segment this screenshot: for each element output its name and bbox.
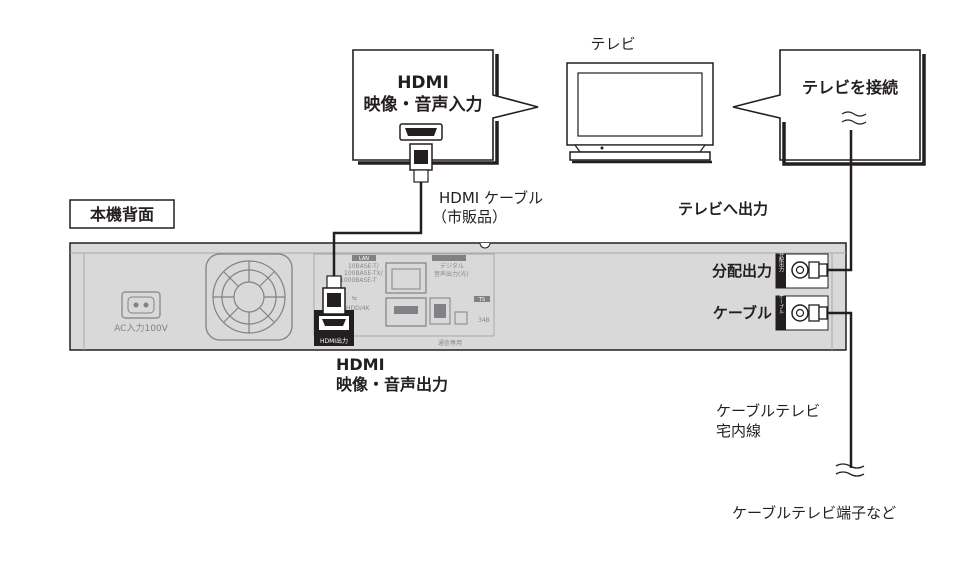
- rear-panel-label-box: 本機背面: [69, 199, 175, 229]
- cable-tv-indoor-line: [827, 311, 865, 477]
- svg-text:10BASE-T/: 10BASE-T/: [348, 263, 380, 270]
- recorder-rear-panel: AC入力100V LAN 10BASE-T/ 100BASE-TX/ 1000B…: [69, 242, 847, 351]
- svg-text:LAN: LAN: [359, 256, 369, 262]
- ts-indicator: TS 34B 通信専用: [438, 296, 490, 347]
- hdmi-output-port: HDMI出力: [314, 310, 354, 346]
- ac-input-marking: AC入力100V: [114, 322, 168, 334]
- svg-text:ケーブル: ケーブル: [778, 294, 784, 314]
- optical-audio-port: デジタル 音声出力(光): [429, 255, 469, 325]
- tv-label: テレビ: [590, 35, 635, 53]
- svg-text:34B: 34B: [478, 317, 490, 324]
- rear-panel-label: 本機背面: [90, 205, 154, 224]
- cable-tv-indoor-label-1: ケーブルテレビ: [716, 402, 820, 420]
- hdmi-port-icon: [399, 123, 443, 141]
- distribution-output-port: 分配出力: [775, 251, 829, 289]
- hdmi-input-label-2: 映像・音声入力: [364, 94, 483, 115]
- hdmi-output-label-2: 映像・音声出力: [336, 375, 448, 394]
- svg-text:100BASE-TX/: 100BASE-TX/: [344, 270, 384, 277]
- hdmi-input-callout: HDMI 映像・音声入力: [352, 49, 539, 165]
- hdmi-input-label-1: HDMI: [397, 73, 449, 93]
- svg-text:音声出力(光): 音声出力(光): [434, 270, 469, 278]
- svg-text:デジタル: デジタル: [440, 262, 464, 270]
- to-tv-output-label: テレビへ出力: [678, 200, 768, 218]
- hdmi-cable: [322, 143, 433, 315]
- antenna-cable-to-tv: [827, 130, 853, 272]
- connect-tv-callout: テレビを接続: [732, 49, 926, 166]
- hdmi-output-label-1: HDMI: [336, 355, 385, 374]
- svg-text:HDD/4K: HDD/4K: [346, 305, 371, 312]
- hdmi-cable-label-2: （市販品）: [432, 208, 507, 226]
- tv: テレビ: [566, 35, 714, 164]
- distribution-output-label: 分配出力: [712, 262, 772, 280]
- hdmi-cable-label-1: HDMI ケーブル: [439, 189, 543, 207]
- ac-inlet: AC入力100V: [114, 291, 169, 334]
- svg-text:HDMI出力: HDMI出力: [320, 337, 348, 345]
- cable-tv-indoor-label-2: 宅内線: [716, 422, 761, 440]
- usb-port: ⇆ HDD/4K: [346, 295, 427, 327]
- svg-text:⇆: ⇆: [352, 295, 357, 302]
- cable-tv-terminal-label: ケーブルテレビ端子など: [732, 504, 896, 522]
- svg-text:1000BASE-T: 1000BASE-T: [340, 277, 377, 284]
- lan-port: LAN 10BASE-T/ 100BASE-TX/ 1000BASE-T: [340, 255, 427, 294]
- connect-tv-label: テレビを接続: [802, 78, 898, 97]
- fan-grille: [205, 253, 293, 341]
- svg-text:通信専用: 通信専用: [438, 339, 462, 347]
- svg-text:分配出力: 分配出力: [778, 251, 784, 273]
- svg-text:TS: TS: [478, 297, 485, 303]
- cable-label: ケーブル: [713, 304, 772, 322]
- cable-input-port: ケーブル: [775, 294, 829, 331]
